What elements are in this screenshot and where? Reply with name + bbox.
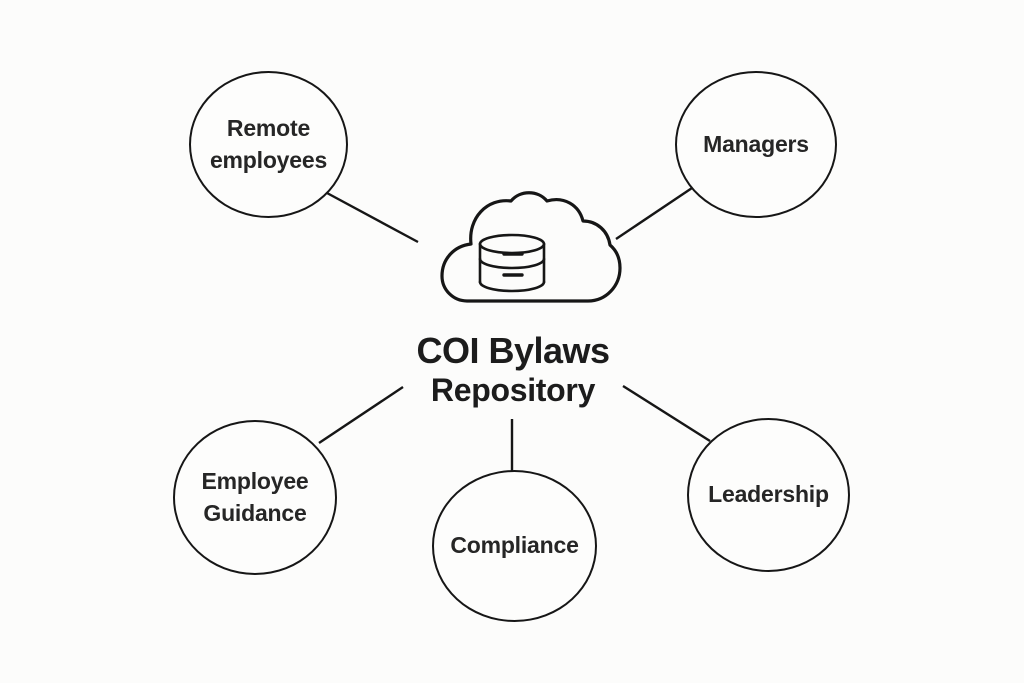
center-title-line1: COI Bylaws — [416, 330, 610, 371]
node-managers: Managers — [675, 71, 837, 218]
node-remote-employees-label: Remote employees — [209, 114, 328, 173]
node-managers-label: Managers — [703, 130, 809, 157]
center-title: COI Bylaws Repository — [333, 330, 693, 410]
cloud-database-icon — [419, 187, 623, 309]
node-leadership: Leadership — [687, 418, 850, 572]
node-leadership-label: Leadership — [708, 481, 829, 508]
node-employee-guidance: Employee Guidance — [173, 420, 337, 575]
cloud-outline — [440, 191, 622, 303]
node-employee-guidance-label: Employee Guidance — [201, 467, 309, 526]
center-title-line2: Repository — [430, 372, 596, 409]
connector-remote-employees — [326, 191, 419, 244]
connector-managers — [615, 187, 693, 240]
connector-leadership — [622, 384, 711, 443]
node-remote-employees: Remote employees — [189, 71, 348, 218]
node-compliance: Compliance — [432, 470, 597, 622]
database-cylinder — [478, 233, 546, 293]
connector-employee-guidance — [318, 386, 404, 444]
cloud-database-icon-svg — [440, 191, 622, 303]
node-compliance-label: Compliance — [450, 532, 579, 559]
